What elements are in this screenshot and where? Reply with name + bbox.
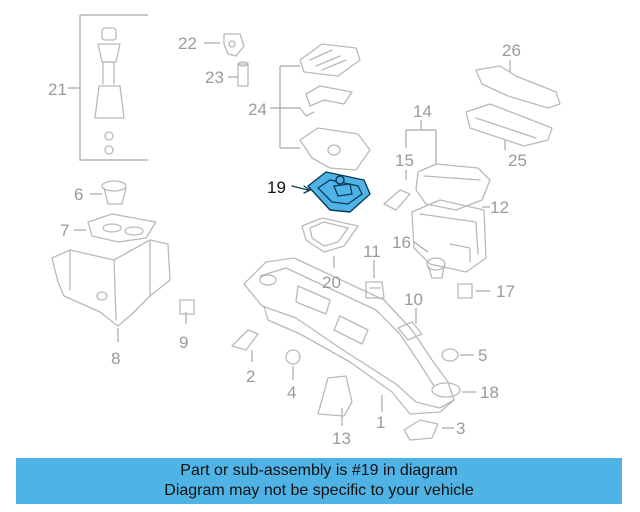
info-banner: Part or sub-assembly is #19 in diagram D… — [16, 458, 622, 504]
callout-9: 9 — [179, 333, 188, 352]
part-16-cup-insert — [413, 241, 446, 279]
banner-line-2: Diagram may not be specific to your vehi… — [164, 482, 474, 499]
callout-4: 4 — [287, 383, 296, 402]
part-6-cup — [90, 180, 127, 205]
part-19-shift-boot-highlighted — [291, 171, 371, 213]
callout-16: 16 — [392, 233, 411, 252]
callout-20: 20 — [322, 273, 341, 292]
part-11-bracket — [365, 260, 385, 299]
part-20-boot-frame — [301, 217, 359, 268]
callout-24: 24 — [248, 100, 267, 119]
callout-17: 17 — [496, 282, 515, 301]
part-13-bracket — [317, 375, 353, 426]
callout-15: 15 — [395, 151, 414, 170]
callout-18: 18 — [480, 383, 499, 402]
callout-10: 10 — [404, 290, 423, 309]
part-15-clip — [383, 170, 411, 211]
part-3-end-trim — [403, 419, 454, 441]
callout-7: 7 — [60, 221, 69, 240]
callout-12: 12 — [490, 198, 509, 217]
part-9-fastener — [179, 299, 195, 324]
part-17-plug — [457, 283, 490, 299]
part-5-cap — [441, 348, 474, 362]
banner-line-1: Part or sub-assembly is #19 in diagram — [180, 462, 458, 479]
callout-21: 21 — [48, 80, 67, 99]
callout-14: 14 — [413, 102, 432, 121]
part-22-switch — [204, 33, 245, 57]
part-10-trim — [397, 308, 423, 341]
callout-11: 11 — [363, 242, 381, 261]
callout-2: 2 — [246, 367, 255, 386]
part-18-cupholder-ring — [431, 382, 476, 398]
part-7-cup-tray — [74, 213, 157, 243]
part-23-pin — [228, 61, 249, 87]
part-12-armrest-box — [411, 199, 490, 273]
part-26-lever-handle — [475, 60, 561, 109]
callout-22: 22 — [178, 34, 197, 53]
part-14-armrest-bracket — [405, 120, 437, 165]
callout-19: 19 — [267, 178, 286, 197]
callout-26: 26 — [502, 41, 521, 60]
part-1-center-console — [243, 257, 455, 415]
callout-1: 1 — [376, 413, 385, 432]
part-4-knob — [285, 349, 301, 380]
callout-8: 8 — [111, 349, 120, 368]
callout-6: 6 — [74, 185, 83, 204]
part-2-clip — [231, 329, 259, 362]
callout-3: 3 — [456, 419, 465, 438]
callout-23: 23 — [205, 68, 224, 87]
part-14-armrest-lid — [415, 163, 491, 211]
callout-13: 13 — [332, 429, 351, 448]
callout-25: 25 — [508, 151, 527, 170]
part-24-shift-indicator — [270, 43, 371, 171]
part-21-shift-knob-boot — [68, 14, 148, 161]
part-8-console-front — [51, 239, 171, 342]
part-25-lever-bracket — [465, 103, 553, 150]
callout-5: 5 — [478, 346, 487, 365]
